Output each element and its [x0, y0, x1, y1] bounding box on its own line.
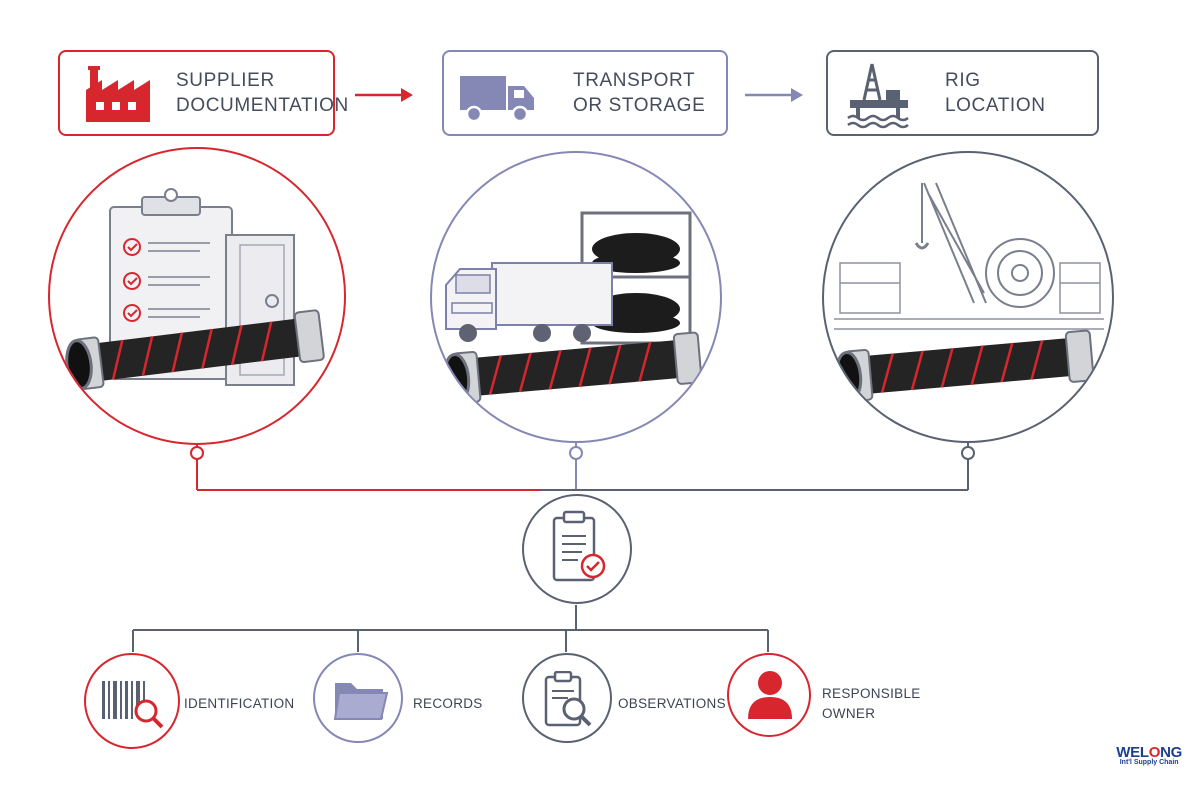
supplier-illustration — [48, 147, 346, 445]
responsible-owner-label: RESPONSIBLE OWNER — [822, 686, 921, 721]
stage-transport-or-storage: TRANSPORT OR STORAGE — [442, 50, 728, 136]
identification-label: IDENTIFICATION — [184, 696, 295, 711]
person-icon — [747, 669, 793, 721]
junction-dot — [190, 446, 204, 460]
rig-illustration — [822, 151, 1114, 443]
records-label: RECORDS — [413, 696, 483, 711]
transport-illustration — [430, 151, 722, 443]
stage-label: SUPPLIER DOCUMENTATION — [176, 70, 349, 116]
crane-icon — [914, 182, 987, 304]
records-circle — [313, 653, 403, 743]
welong-logo: WELONG Int'l Supply Chain — [1116, 744, 1182, 766]
folder-icon — [333, 677, 389, 723]
clipboard-search-icon — [544, 671, 598, 731]
junction-dot — [569, 446, 583, 460]
semi-truck-icon — [445, 262, 613, 342]
truck-icon — [458, 72, 538, 122]
hose-icon — [834, 329, 1095, 403]
arrow-supplier-to-transport — [355, 88, 413, 102]
identification-circle — [84, 653, 180, 749]
observations-label: OBSERVATIONS — [618, 696, 726, 711]
hose-icon — [442, 331, 703, 405]
stage-label: RIG LOCATION — [945, 70, 1046, 116]
owner-circle — [727, 653, 811, 737]
logo-tagline: Int'l Supply Chain — [1119, 759, 1179, 766]
stage-supplier-documentation: SUPPLIER DOCUMENTATION — [58, 50, 348, 136]
arrow-transport-to-rig — [745, 88, 803, 102]
observations-circle — [522, 653, 612, 743]
barcode-search-icon — [100, 677, 170, 733]
rig-structures — [834, 262, 1104, 330]
stage-label: TRANSPORT OR STORAGE — [573, 70, 706, 116]
junction-dot — [961, 446, 975, 460]
oil-rig-icon — [842, 60, 914, 130]
factory-icon — [82, 64, 152, 126]
stage-rig-location: RIG LOCATION — [826, 50, 1099, 136]
record-hub — [522, 494, 632, 604]
clipboard-check-icon — [550, 510, 610, 588]
reel-icon — [985, 238, 1055, 308]
